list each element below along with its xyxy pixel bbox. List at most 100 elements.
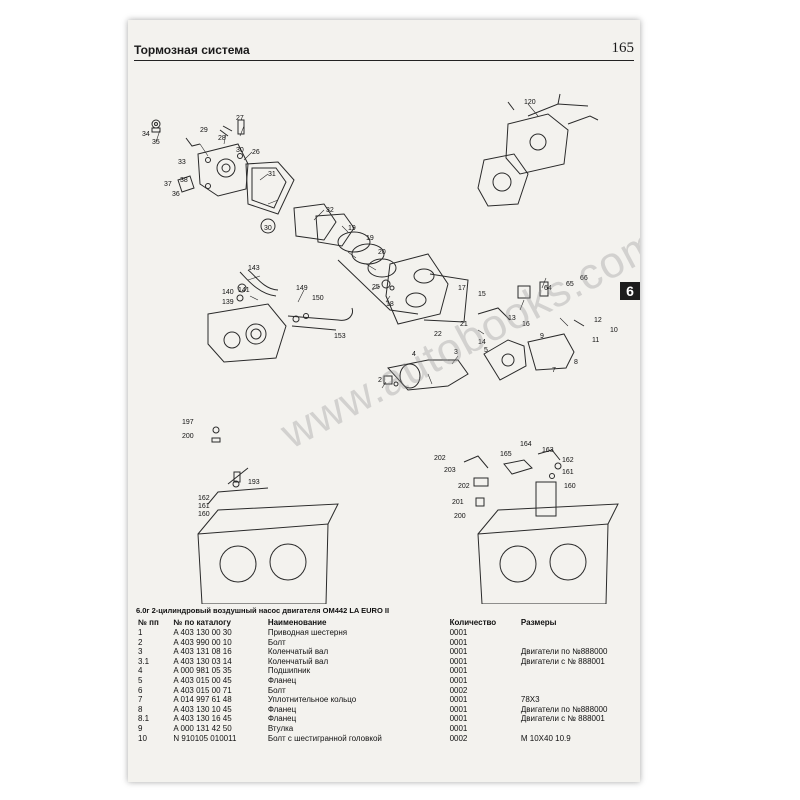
table-cell: 0001 bbox=[449, 723, 468, 733]
table-cell: 8.1 bbox=[138, 714, 150, 724]
callout: 197 bbox=[182, 419, 194, 426]
table-cell: Коленчатый вал bbox=[267, 647, 329, 657]
table-cell: Уплотнительное кольцо bbox=[267, 695, 357, 705]
callout: 10 bbox=[610, 327, 618, 334]
cooling-lines bbox=[207, 269, 353, 363]
table-cell: 0001 bbox=[449, 714, 468, 724]
col-header: № пп bbox=[138, 617, 159, 627]
table-cell: A 403 130 10 45 bbox=[173, 704, 232, 714]
table-cell: 9 bbox=[138, 723, 143, 733]
callout: 21 bbox=[460, 321, 468, 328]
table-cell: 6 bbox=[138, 685, 143, 695]
callout: 36 bbox=[172, 191, 180, 198]
table-cell: 5 bbox=[138, 675, 143, 685]
table-cell: A 403 015 00 71 bbox=[173, 685, 232, 695]
table-cell: A 014 997 61 48 bbox=[173, 695, 232, 705]
callout: 120 bbox=[524, 99, 536, 106]
col-header: Наименование bbox=[267, 617, 327, 627]
callout: 37 bbox=[164, 181, 172, 188]
table-cell: A 403 131 08 16 bbox=[173, 647, 232, 657]
section-title: Тормозная система bbox=[134, 43, 250, 57]
page-number: 165 bbox=[611, 40, 635, 56]
callout: 149 bbox=[296, 285, 308, 292]
engine-block-left bbox=[197, 426, 339, 604]
table-cell: 3 bbox=[138, 647, 143, 657]
table-cell: Фланец bbox=[267, 675, 297, 685]
callout: 7 bbox=[552, 367, 556, 374]
callout: 22 bbox=[434, 331, 442, 338]
callout: 14 bbox=[478, 339, 486, 346]
parts-table: № пп № по каталогу Наименование Количест… bbox=[136, 616, 632, 743]
table-cell: 4 bbox=[138, 666, 143, 676]
callout: 12 bbox=[594, 317, 602, 324]
table-cell: Двигатели с № 888001 bbox=[520, 714, 605, 724]
callout: 161 bbox=[198, 503, 210, 510]
table-cell: Болт bbox=[267, 685, 286, 695]
table-cell: Болт bbox=[267, 637, 286, 647]
table-cell: A 000 981 05 35 bbox=[173, 666, 232, 676]
callout: 153 bbox=[334, 333, 346, 340]
table-cell: A 000 131 42 50 bbox=[173, 723, 232, 733]
callout: 150 bbox=[312, 295, 324, 302]
callout: 164 bbox=[520, 441, 532, 448]
callout: 65 bbox=[566, 281, 574, 288]
callout: 200 bbox=[454, 513, 466, 520]
callout: 163 bbox=[542, 447, 554, 454]
callout: 9 bbox=[540, 333, 544, 340]
table-cell: 0001 bbox=[449, 656, 468, 666]
callout: 38 bbox=[180, 177, 188, 184]
exploded-diagram: 34 35 29 28 27 30 26 33 31 37 38 36 30 3… bbox=[142, 93, 619, 604]
table-cell: A 403 015 00 45 bbox=[173, 675, 232, 685]
table-cell: Болт с шестигранной головкой bbox=[267, 733, 382, 743]
table-cell: 0001 bbox=[449, 628, 468, 637]
callout: 32 bbox=[326, 207, 334, 214]
table-cell: Двигатели с № 888001 bbox=[520, 656, 605, 666]
table-cell: A 403 990 00 10 bbox=[173, 637, 232, 647]
callout: 140 bbox=[222, 289, 234, 296]
page-header: Тормозная система 165 bbox=[134, 40, 634, 61]
table-cell: 78X3 bbox=[520, 695, 540, 705]
table-cell bbox=[519, 676, 632, 686]
table-row: 3 A 403 131 08 16 Коленчатый вал 0001 Двигат… bbox=[136, 647, 632, 657]
callout: 30 bbox=[264, 225, 272, 232]
callout: 160 bbox=[198, 511, 210, 518]
callout: 200 bbox=[182, 433, 194, 440]
table-cell: 8 bbox=[138, 704, 143, 714]
table-cell: M 10X40 10.9 bbox=[520, 733, 571, 743]
crankshaft-parts bbox=[383, 281, 585, 391]
callout: 64 bbox=[544, 285, 552, 292]
table-row: 10 N 910105 010011 Болт с шестигранной гол… bbox=[136, 734, 632, 744]
callout: 30 bbox=[236, 147, 244, 154]
callout: 19 bbox=[366, 235, 374, 242]
table-cell: 2 bbox=[138, 637, 143, 647]
table-cell: 10 bbox=[138, 733, 147, 743]
callout: 13 bbox=[508, 315, 516, 322]
callout: 18 bbox=[386, 301, 394, 308]
table-cell bbox=[519, 638, 632, 648]
table-cell: 0001 bbox=[449, 666, 468, 676]
callout: 5 bbox=[484, 347, 488, 354]
callout: 162 bbox=[562, 457, 574, 464]
callout: 28 bbox=[218, 135, 226, 142]
table-cell: Двигатели по №888000 bbox=[520, 704, 608, 714]
table-cell: N 910105 010011 bbox=[173, 733, 237, 743]
callout: 35 bbox=[152, 139, 160, 146]
table-cell: Коленчатый вал bbox=[267, 656, 329, 666]
callout-labels: 34 35 29 28 27 30 26 33 31 37 38 36 30 3… bbox=[142, 99, 618, 520]
table-cell: 0001 bbox=[449, 695, 468, 705]
callout: 203 bbox=[444, 467, 456, 474]
table-cell: Двигатели по №888000 bbox=[520, 647, 608, 657]
table-cell: 7 bbox=[138, 695, 143, 705]
table-header-row: № пп № по каталогу Наименование Количест… bbox=[136, 616, 632, 628]
callout: 33 bbox=[178, 159, 186, 166]
callout: 17 bbox=[458, 285, 466, 292]
table-cell: 0001 bbox=[449, 647, 468, 657]
callout: 20 bbox=[378, 249, 386, 256]
callout: 29 bbox=[200, 127, 208, 134]
table-cell bbox=[519, 666, 632, 676]
